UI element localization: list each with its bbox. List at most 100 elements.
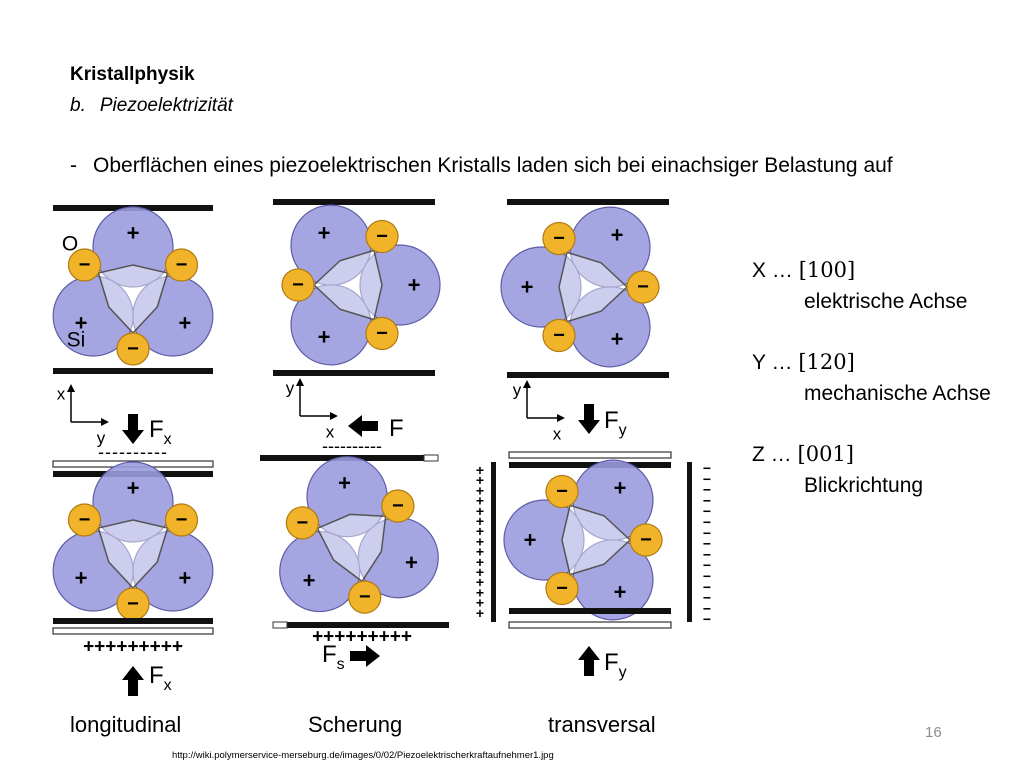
- axis-definitions: X … [100] elektrische Achse Y … [120] me…: [752, 255, 991, 531]
- plus-charge-label: +: [127, 476, 140, 501]
- plate-bottom-loaded-3: [509, 608, 671, 614]
- plus-charge-label: +: [179, 311, 192, 336]
- minus-charge-label: −: [292, 274, 304, 296]
- oxygen-atom: [281, 268, 315, 302]
- axis-label-x: x: [57, 385, 66, 404]
- axis-arrowhead: [101, 418, 109, 426]
- subtitle-enumerator: b.: [70, 95, 86, 116]
- minus-charge-side: −: [703, 590, 711, 606]
- label-transversal: transversal: [548, 712, 656, 737]
- slide-subtitle: b. Piezoelektrizität: [70, 95, 233, 117]
- plus-charge-side: +: [476, 482, 484, 498]
- plus-charge-label: +: [127, 221, 140, 246]
- oxygen-atom: [365, 219, 399, 254]
- force-arrow-fs-bottom: [350, 645, 380, 667]
- silicon-atom: [306, 456, 388, 538]
- oxygen-atom: [626, 270, 660, 304]
- oxygen-atom: [67, 248, 102, 282]
- force-arrow-fx-bottom: [122, 666, 144, 696]
- axis-def-x-line: X … [100]: [752, 258, 856, 282]
- axis-arrowhead: [557, 414, 565, 422]
- minus-charge-label: −: [553, 228, 565, 250]
- plus-charge-label: +: [405, 550, 418, 575]
- plus-charge-side: +: [476, 462, 484, 478]
- axis-def-z: Z … [001] Blickrichtung: [752, 439, 991, 501]
- plus-charge-side: +: [476, 564, 484, 580]
- minus-charge-side: −: [703, 600, 711, 616]
- axis-def-x-description: elektrische Achse: [804, 290, 968, 313]
- plus-charge-side: +: [476, 533, 484, 549]
- minus-charge-label: −: [556, 481, 568, 503]
- minus-charge-side: −: [703, 611, 711, 627]
- axis-arrowhead: [330, 412, 338, 420]
- plus-charge-label: +: [318, 221, 331, 246]
- plus-charge-side: +: [476, 523, 484, 539]
- minus-charge-label: −: [176, 254, 188, 276]
- silicon-atom: [92, 206, 174, 288]
- plus-charge-side: +: [476, 472, 484, 488]
- plus-charge-label: +: [611, 326, 624, 351]
- force-label-fy-bottom: Fy: [604, 649, 627, 681]
- force-label-fs-top: F: [389, 415, 404, 442]
- plus-charge-label: +: [75, 311, 88, 336]
- plate-top-unloaded-2: [273, 199, 435, 205]
- minus-charge-label: −: [553, 324, 565, 346]
- plus-charge-label: +: [524, 528, 537, 553]
- electrode-top-3: [508, 451, 672, 459]
- plate-top-unloaded-3: [507, 199, 669, 205]
- minus-charge-row-2: ----------: [322, 436, 382, 456]
- oxygen-atom: [164, 503, 199, 537]
- bullet-point: -Oberflächen eines piezoelektrischen Kri…: [70, 154, 893, 178]
- plus-charge-side: +: [476, 584, 484, 600]
- oxygen-atom: [545, 474, 579, 509]
- plus-charge-row-2: +++++++++: [312, 627, 412, 648]
- crystal-loaded-longitudinal: +++−−−: [52, 461, 214, 621]
- oxygen-atom: [545, 571, 579, 606]
- source-url: http://wiki.polymerservice-merseburg.de/…: [172, 750, 554, 761]
- crystal-unloaded-scherung: +++−−−: [281, 204, 441, 366]
- electrode-bottom-3: [508, 621, 672, 629]
- plus-charge-side: +: [476, 605, 484, 621]
- subtitle-text: Piezoelektrizität: [99, 95, 233, 116]
- plus-charge-label: +: [614, 579, 627, 604]
- axis-label-x: x: [553, 425, 562, 444]
- minus-charge-label: −: [359, 586, 371, 608]
- silicon-atom: [92, 461, 174, 543]
- minus-charge-side: −: [703, 579, 711, 595]
- electrode-top-2: [423, 454, 439, 462]
- plus-charge-label: +: [611, 223, 624, 248]
- force-arrow-fs-top: [348, 415, 378, 437]
- minus-charge-label: −: [637, 276, 649, 298]
- axis-def-y-description: mechanische Achse: [804, 382, 991, 405]
- plate-bottom-loaded-2: [287, 622, 449, 628]
- plus-charge-side: +: [476, 503, 484, 519]
- minus-charge-side: −: [703, 492, 711, 508]
- oxygen-atom: [365, 316, 399, 351]
- minus-charge-label: −: [297, 512, 309, 534]
- side-plate-left: [491, 462, 496, 622]
- silicon-label: Si: [67, 329, 86, 352]
- axis-arrowhead: [67, 384, 75, 392]
- plus-charge-side: +: [476, 574, 484, 590]
- axis-arrowhead: [523, 380, 531, 388]
- force-label-fy-top: Fy: [604, 407, 627, 439]
- axis-label-x: x: [326, 423, 335, 442]
- axis-arrowhead: [296, 378, 304, 386]
- minus-charge-label: −: [176, 509, 188, 531]
- silicon-atom: [572, 459, 654, 541]
- side-plate-right: [687, 462, 692, 622]
- minus-charge-side: −: [703, 460, 711, 476]
- minus-charge-label: −: [556, 577, 568, 599]
- minus-charge-side: −: [703, 514, 711, 530]
- axis-def-z-line: Z … [001]: [752, 442, 854, 466]
- plus-charge-label: +: [521, 275, 534, 300]
- axis-def-y: Y … [120] mechanische Achse: [752, 347, 991, 409]
- oxygen-atom: [381, 489, 415, 523]
- plus-charge-row-1: +++++++++: [83, 637, 183, 658]
- silicon-atom: [290, 204, 372, 286]
- minus-charge-label: −: [376, 226, 388, 248]
- oxygen-atom: [67, 503, 102, 537]
- label-scherung: Scherung: [308, 712, 403, 737]
- crystal-unloaded-transversal: + + + − − −: [500, 206, 660, 368]
